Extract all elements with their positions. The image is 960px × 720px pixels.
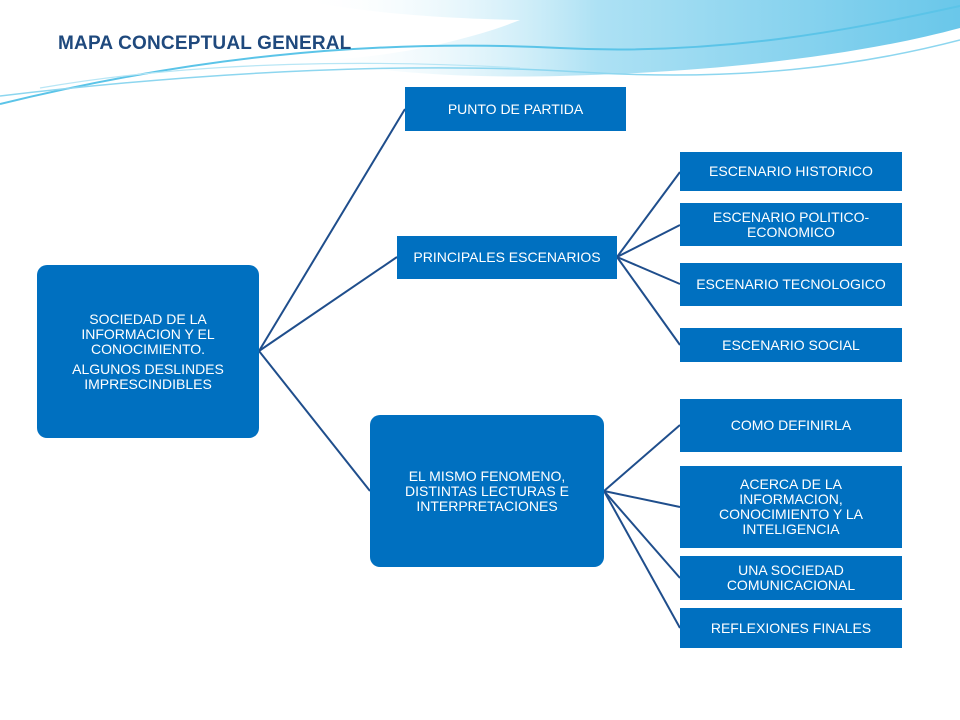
leaf-node-reflexiones-finales: REFLEXIONES FINALES bbox=[680, 608, 902, 648]
leaf-node-escenario-social: ESCENARIO SOCIAL bbox=[680, 328, 902, 362]
root-concept-subtitle: ALGUNOS DESLINDES IMPRESCINDIBLES bbox=[72, 360, 224, 392]
root-concept-title: SOCIEDAD DE LA INFORMACION Y EL CONOCIMI… bbox=[81, 310, 215, 357]
connector-root-branch-2 bbox=[258, 256, 398, 352]
connector-branch-2-child-4 bbox=[616, 256, 681, 346]
connector-branch-3-child-2 bbox=[603, 490, 681, 508]
branch-node-mismo-fenomeno: EL MISMO FENOMENO, DISTINTAS LECTURAS E … bbox=[370, 415, 604, 567]
connector-branch-3-child-3 bbox=[603, 490, 681, 579]
wave-line-upper bbox=[0, 5, 960, 105]
leaf-node-acerca-de-la-informacion: ACERCA DE LA INFORMACION, CONOCIMIENTO Y… bbox=[680, 466, 902, 548]
wave-fill bbox=[300, 0, 960, 77]
wave-line-swoosh bbox=[39, 62, 521, 89]
connector-root-branch-1 bbox=[258, 108, 406, 352]
leaf-node-escenario-tecnologico: ESCENARIO TECNOLOGICO bbox=[680, 263, 902, 306]
wave-line-lower bbox=[0, 39, 960, 97]
slide-title: MAPA CONCEPTUAL GENERAL bbox=[58, 33, 352, 54]
leaf-node-escenario-politico-economico: ESCENARIO POLITICO-ECONOMICO bbox=[680, 203, 902, 246]
root-concept-node: SOCIEDAD DE LA INFORMACION Y EL CONOCIMI… bbox=[37, 265, 259, 438]
leaf-node-sociedad-comunicacional: UNA SOCIEDAD COMUNICACIONAL bbox=[680, 556, 902, 600]
connector-branch-2-child-2 bbox=[616, 224, 681, 258]
leaf-node-escenario-historico: ESCENARIO HISTORICO bbox=[680, 152, 902, 191]
connector-branch-2-child-3 bbox=[616, 256, 681, 285]
branch-node-punto-de-partida: PUNTO DE PARTIDA bbox=[405, 87, 626, 131]
connector-branch-3-child-4 bbox=[603, 490, 681, 629]
connector-branch-3-child-1 bbox=[603, 424, 681, 492]
connector-branch-2-child-1 bbox=[616, 171, 681, 258]
connector-root-branch-3 bbox=[258, 350, 371, 492]
leaf-node-como-definirla: COMO DEFINIRLA bbox=[680, 399, 902, 452]
branch-node-principales-escenarios: PRINCIPALES ESCENARIOS bbox=[397, 236, 617, 279]
